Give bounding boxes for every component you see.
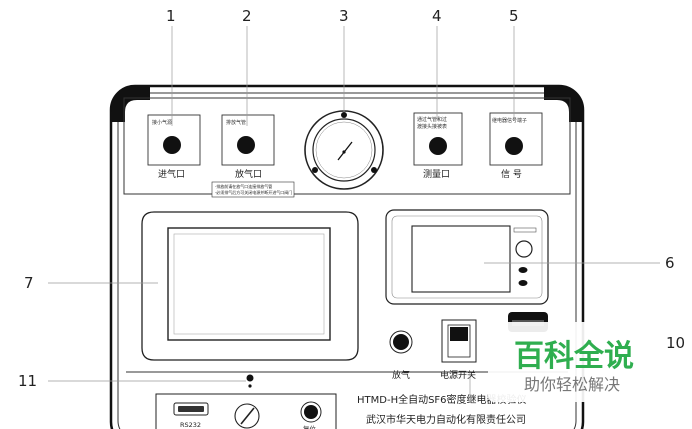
connector-box: RS232 复位 [155,393,337,429]
vent-port-hole [237,136,255,154]
inlet-port-hole [163,136,181,154]
signal-port-tag: 继电器信号端子 [492,117,527,124]
signal-port-label: 信 号 [501,168,522,180]
inlet-port-label: 进气口 [158,168,185,180]
rs232-label: RS232 [180,421,201,429]
gauge-screw-top [341,112,347,118]
warning-note-line1: ·排放前请在放气口连接排放气管 [215,183,272,189]
reset-label: 复位 [303,424,317,429]
mounting-screw [246,374,254,388]
reset-button[interactable]: 复位 [300,401,322,429]
module-button-1[interactable] [518,267,528,273]
product-name: HTMD-H全自动SF6密度继电器校验仪 [357,393,527,406]
module-screen [411,225,511,293]
signal-port[interactable]: 继电器信号端子 信 号 [489,112,543,180]
instrument-case [109,84,585,429]
warning-note: ·排放前请在放气口连接排放气管 ·必须排气后方可关闭电源并断开进气口阀门 [211,181,295,198]
module-button-2[interactable] [518,280,528,286]
vent-port-tag: 排放气管 [226,119,246,126]
watermark-title: 百科全说 [514,339,634,374]
measure-port[interactable]: 通过气管和过 渡接头接被表 测量口 [413,112,463,180]
vent-knob[interactable]: 放气 [389,330,413,381]
inlet-port[interactable]: 接小气源 进气口 [147,114,201,180]
callout-5: 5 [509,7,519,25]
manufacturer-name: 武汉市华天电力自动化有限责任公司 [366,413,526,426]
main-display-screen [167,227,331,341]
module-rotary-knob[interactable] [515,240,533,258]
callout-1: 1 [166,7,176,25]
inlet-port-tag: 接小气源 [152,119,172,126]
callout-7: 7 [24,274,34,292]
control-module [385,209,549,305]
callout-10: 10 [666,334,685,352]
callout-4: 4 [432,7,442,25]
rs232-port[interactable]: RS232 [173,402,209,429]
gauge-screw-left [312,167,318,173]
callout-6: 6 [665,254,675,272]
warning-note-line2: ·必须排气后方可关闭电源并断开进气口阀门 [215,189,292,195]
corner-guard-top-right [544,86,583,122]
power-switch-label: 电源开关 [440,369,476,381]
gauge-screw-right [371,167,377,173]
signal-port-hole [505,137,523,155]
vent-port[interactable]: 排放气管 放气口 [221,114,275,180]
callout-3: 3 [339,7,349,25]
main-display [141,211,359,361]
leader-lines [48,26,660,398]
watermark-subtitle: 助你轻松解决 [524,375,620,394]
measure-port-tag-line1: 通过气管和过 [417,116,447,123]
measure-port-label: 测量口 [423,169,450,180]
vent-knob-label: 放气 [392,369,410,381]
corner-guard-top-left [111,86,150,122]
measure-port-hole [429,137,447,155]
measure-port-tag-line2: 渡接头接被表 [417,123,447,130]
callout-11: 11 [18,372,37,390]
watermark: 百科全说 助你轻松解决 [488,322,662,402]
pressure-gauge [304,110,384,190]
vent-port-label: 放气口 [235,168,262,180]
callout-2: 2 [242,7,252,25]
module-indicator-strip [513,227,537,233]
rotary-selector[interactable] [234,403,260,429]
upper-port-panel [123,97,571,195]
